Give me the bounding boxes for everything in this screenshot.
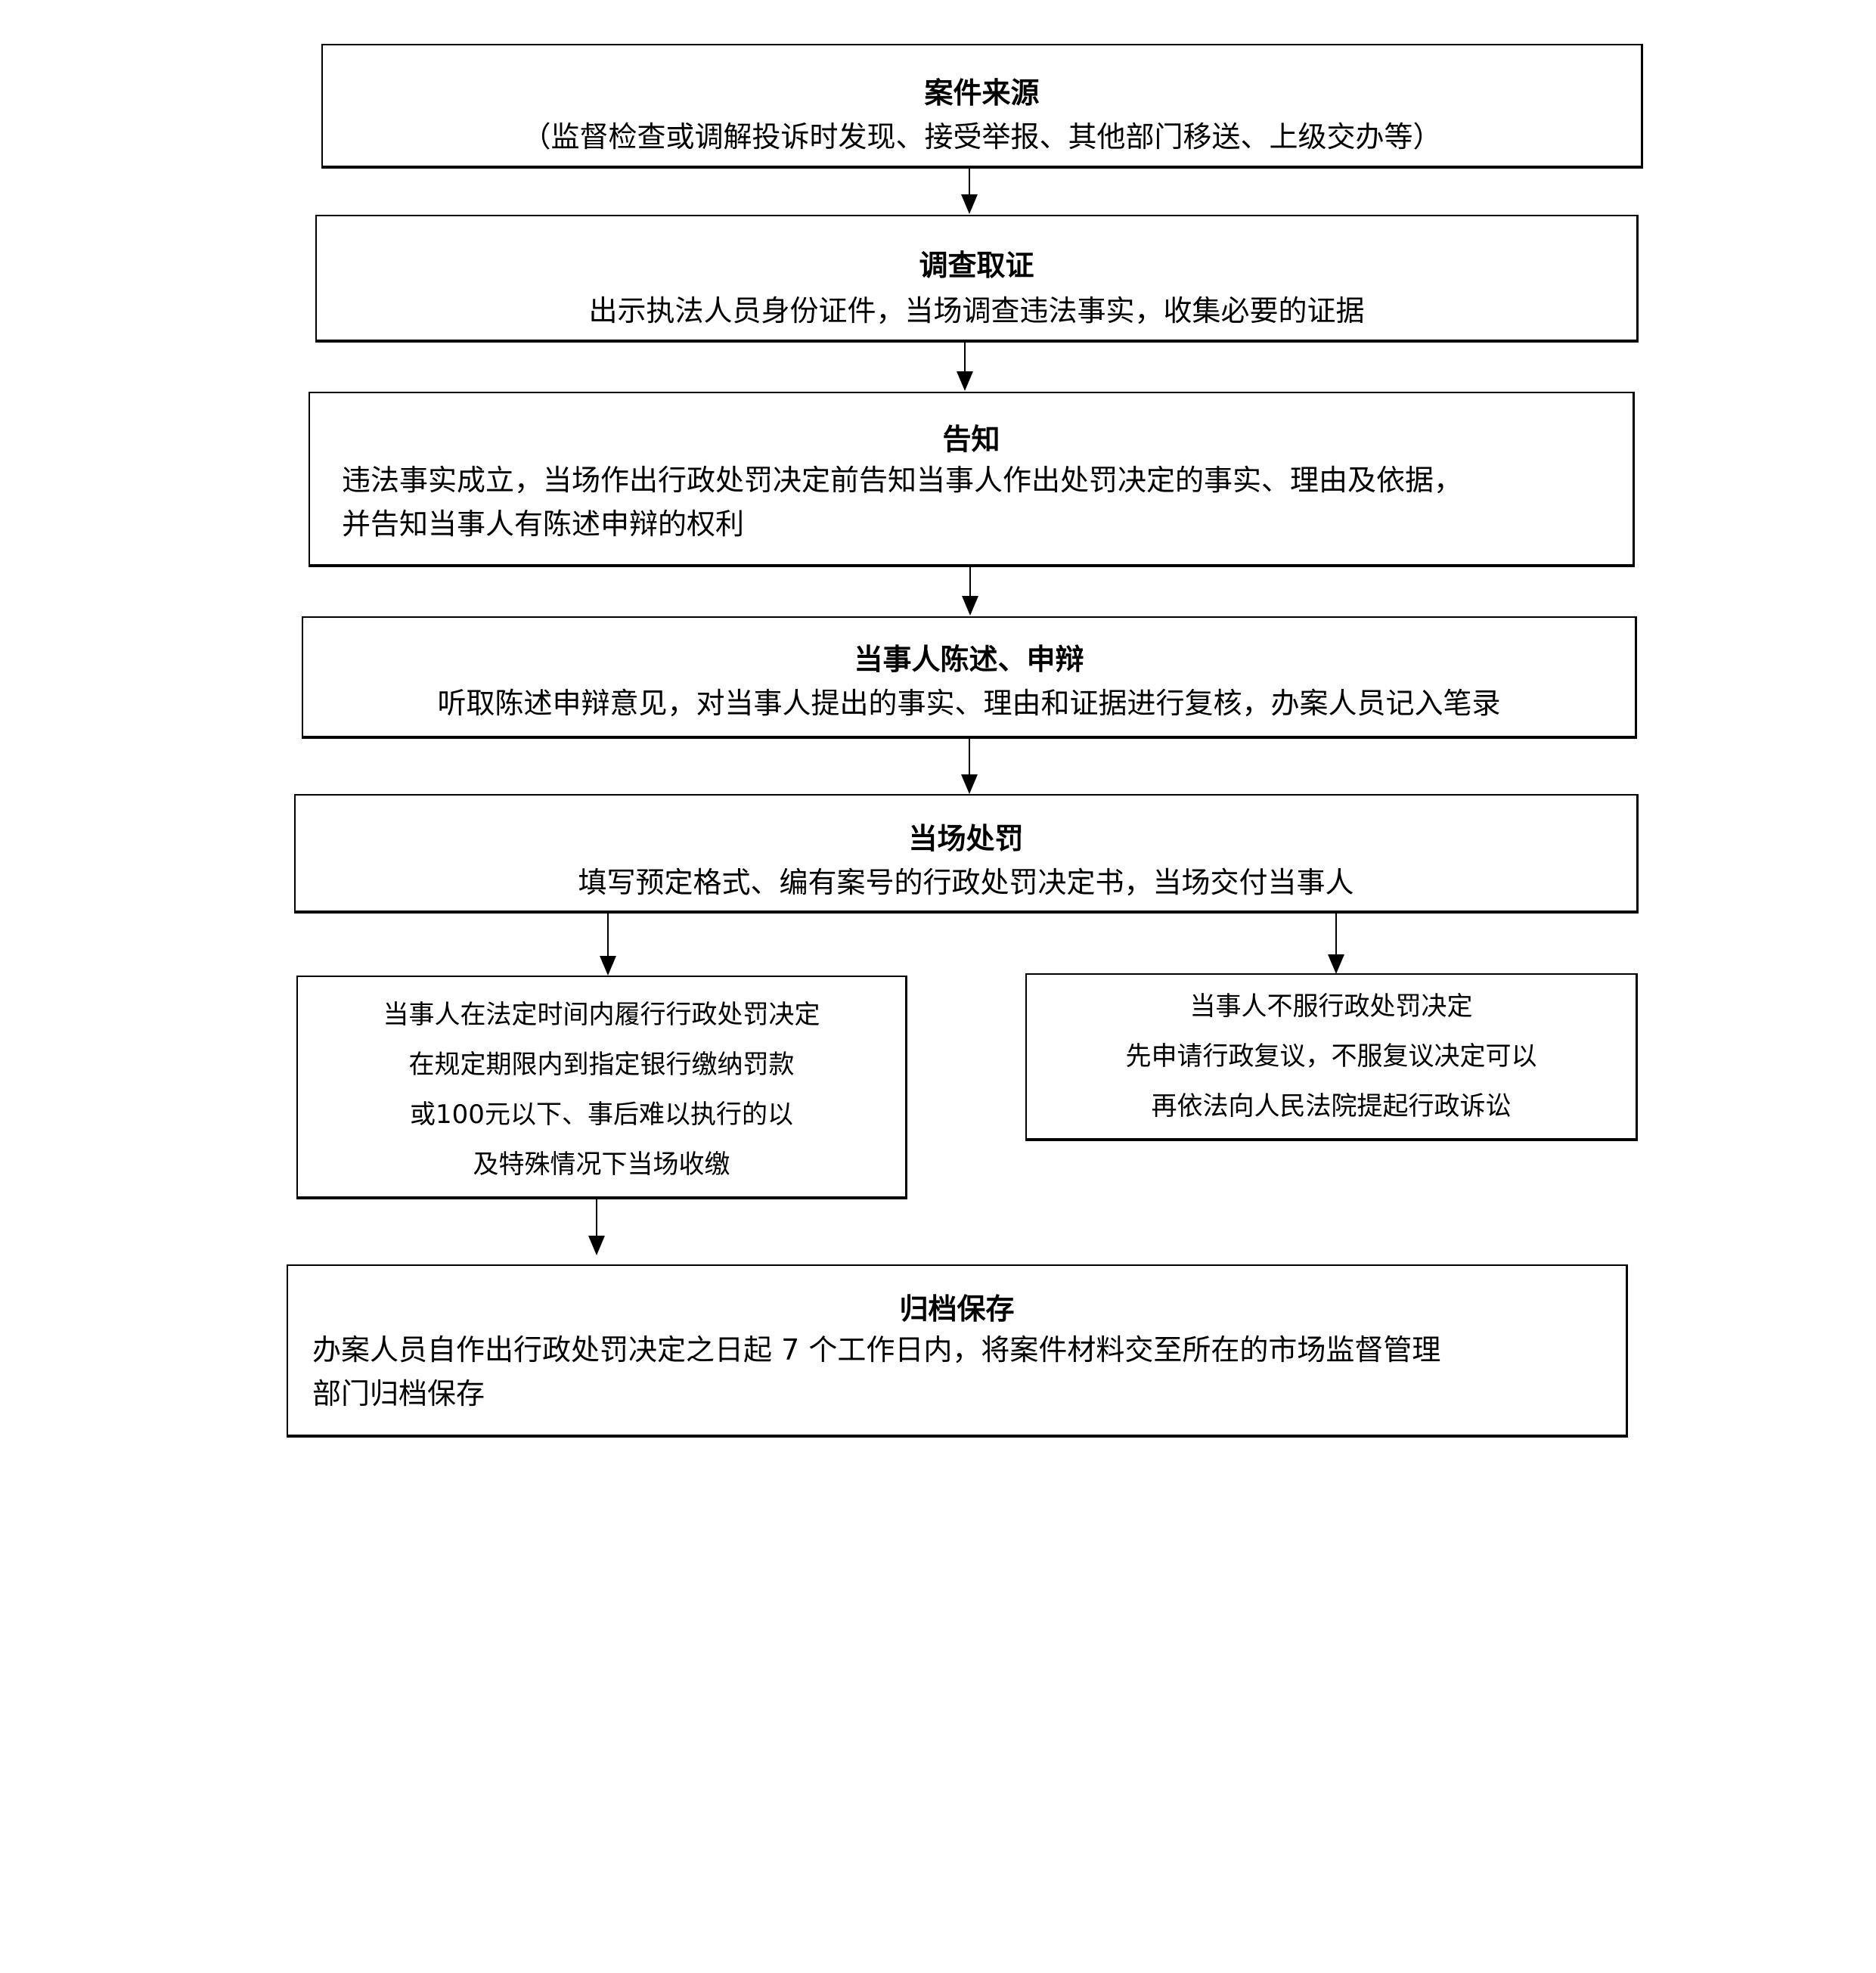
step-investigation: 调查取证 出示执法人员身份证件，当场调查违法事实，收集必要的证据 [315,215,1639,343]
step-text: 听取陈述申辩意见，对当事人提出的事实、理由和证据进行复核，办案人员记入笔录 [437,687,1501,720]
branch-text-line: 或100元以下、事后难以执行的以 [410,1100,793,1130]
branch-text-line: 当事人在法定时间内履行行政处罚决定 [383,1000,820,1030]
step-archive: 归档保存 办案人员自作出行政处罚决定之日起 7 个工作日内，将案件材料交至所在的… [287,1264,1628,1438]
step-text-line: 违法事实成立，当场作出行政处罚决定前告知当事人作出处罚决定的事实、理由及依据， [342,464,1463,497]
step-onsite-penalty: 当场处罚 填写预定格式、编有案号的行政处罚决定书，当场交付当事人 [294,794,1639,914]
step-text: 填写预定格式、编有案号的行政处罚决定书，当场交付当事人 [578,866,1354,899]
branch-text-line: 当事人不服行政处罚决定 [1189,991,1473,1022]
step-statement: 当事人陈述、申辩 听取陈述申辩意见，对当事人提出的事实、理由和证据进行复核，办案… [302,616,1637,739]
step-title: 当场处罚 [908,822,1024,855]
step-title: 案件来源 [924,76,1040,110]
step-notification: 告知 违法事实成立，当场作出行政处罚决定前告知当事人作出处罚决定的事实、理由及依… [309,392,1635,567]
step-case-source: 案件来源 （监督检查或调解投诉时发现、接受举报、其他部门移送、上级交办等） [321,44,1643,169]
step-title: 当事人陈述、申辩 [854,643,1084,676]
step-text-line: 部门归档保存 [312,1377,485,1410]
step-title: 调查取证 [919,249,1034,282]
branch-dispute: 当事人不服行政处罚决定 先申请行政复议，不服复议决定可以 再依法向人民法院提起行… [1025,973,1638,1141]
branch-text-line: 及特殊情况下当场收缴 [473,1149,730,1180]
step-text: （监督检查或调解投诉时发现、接受举报、其他部门移送、上级交办等） [522,120,1442,154]
step-text-line: 办案人员自作出行政处罚决定之日起 7 个工作日内，将案件材料交至所在的市场监督管… [312,1333,1441,1367]
branch-text-line: 先申请行政复议，不服复议决定可以 [1125,1041,1537,1072]
step-title: 告知 [942,423,1000,456]
branch-comply: 当事人在法定时间内履行行政处罚决定 在规定期限内到指定银行缴纳罚款 或100元以… [296,976,907,1199]
step-text-line: 并告知当事人有陈述申辩的权利 [342,507,745,541]
step-text: 出示执法人员身份证件，当场调查违法事实，收集必要的证据 [588,294,1365,327]
step-title: 归档保存 [899,1292,1015,1326]
branch-text-line: 在规定期限内到指定银行缴纳罚款 [408,1050,795,1080]
branch-text-line: 再依法向人民法院提起行政诉讼 [1151,1091,1512,1121]
